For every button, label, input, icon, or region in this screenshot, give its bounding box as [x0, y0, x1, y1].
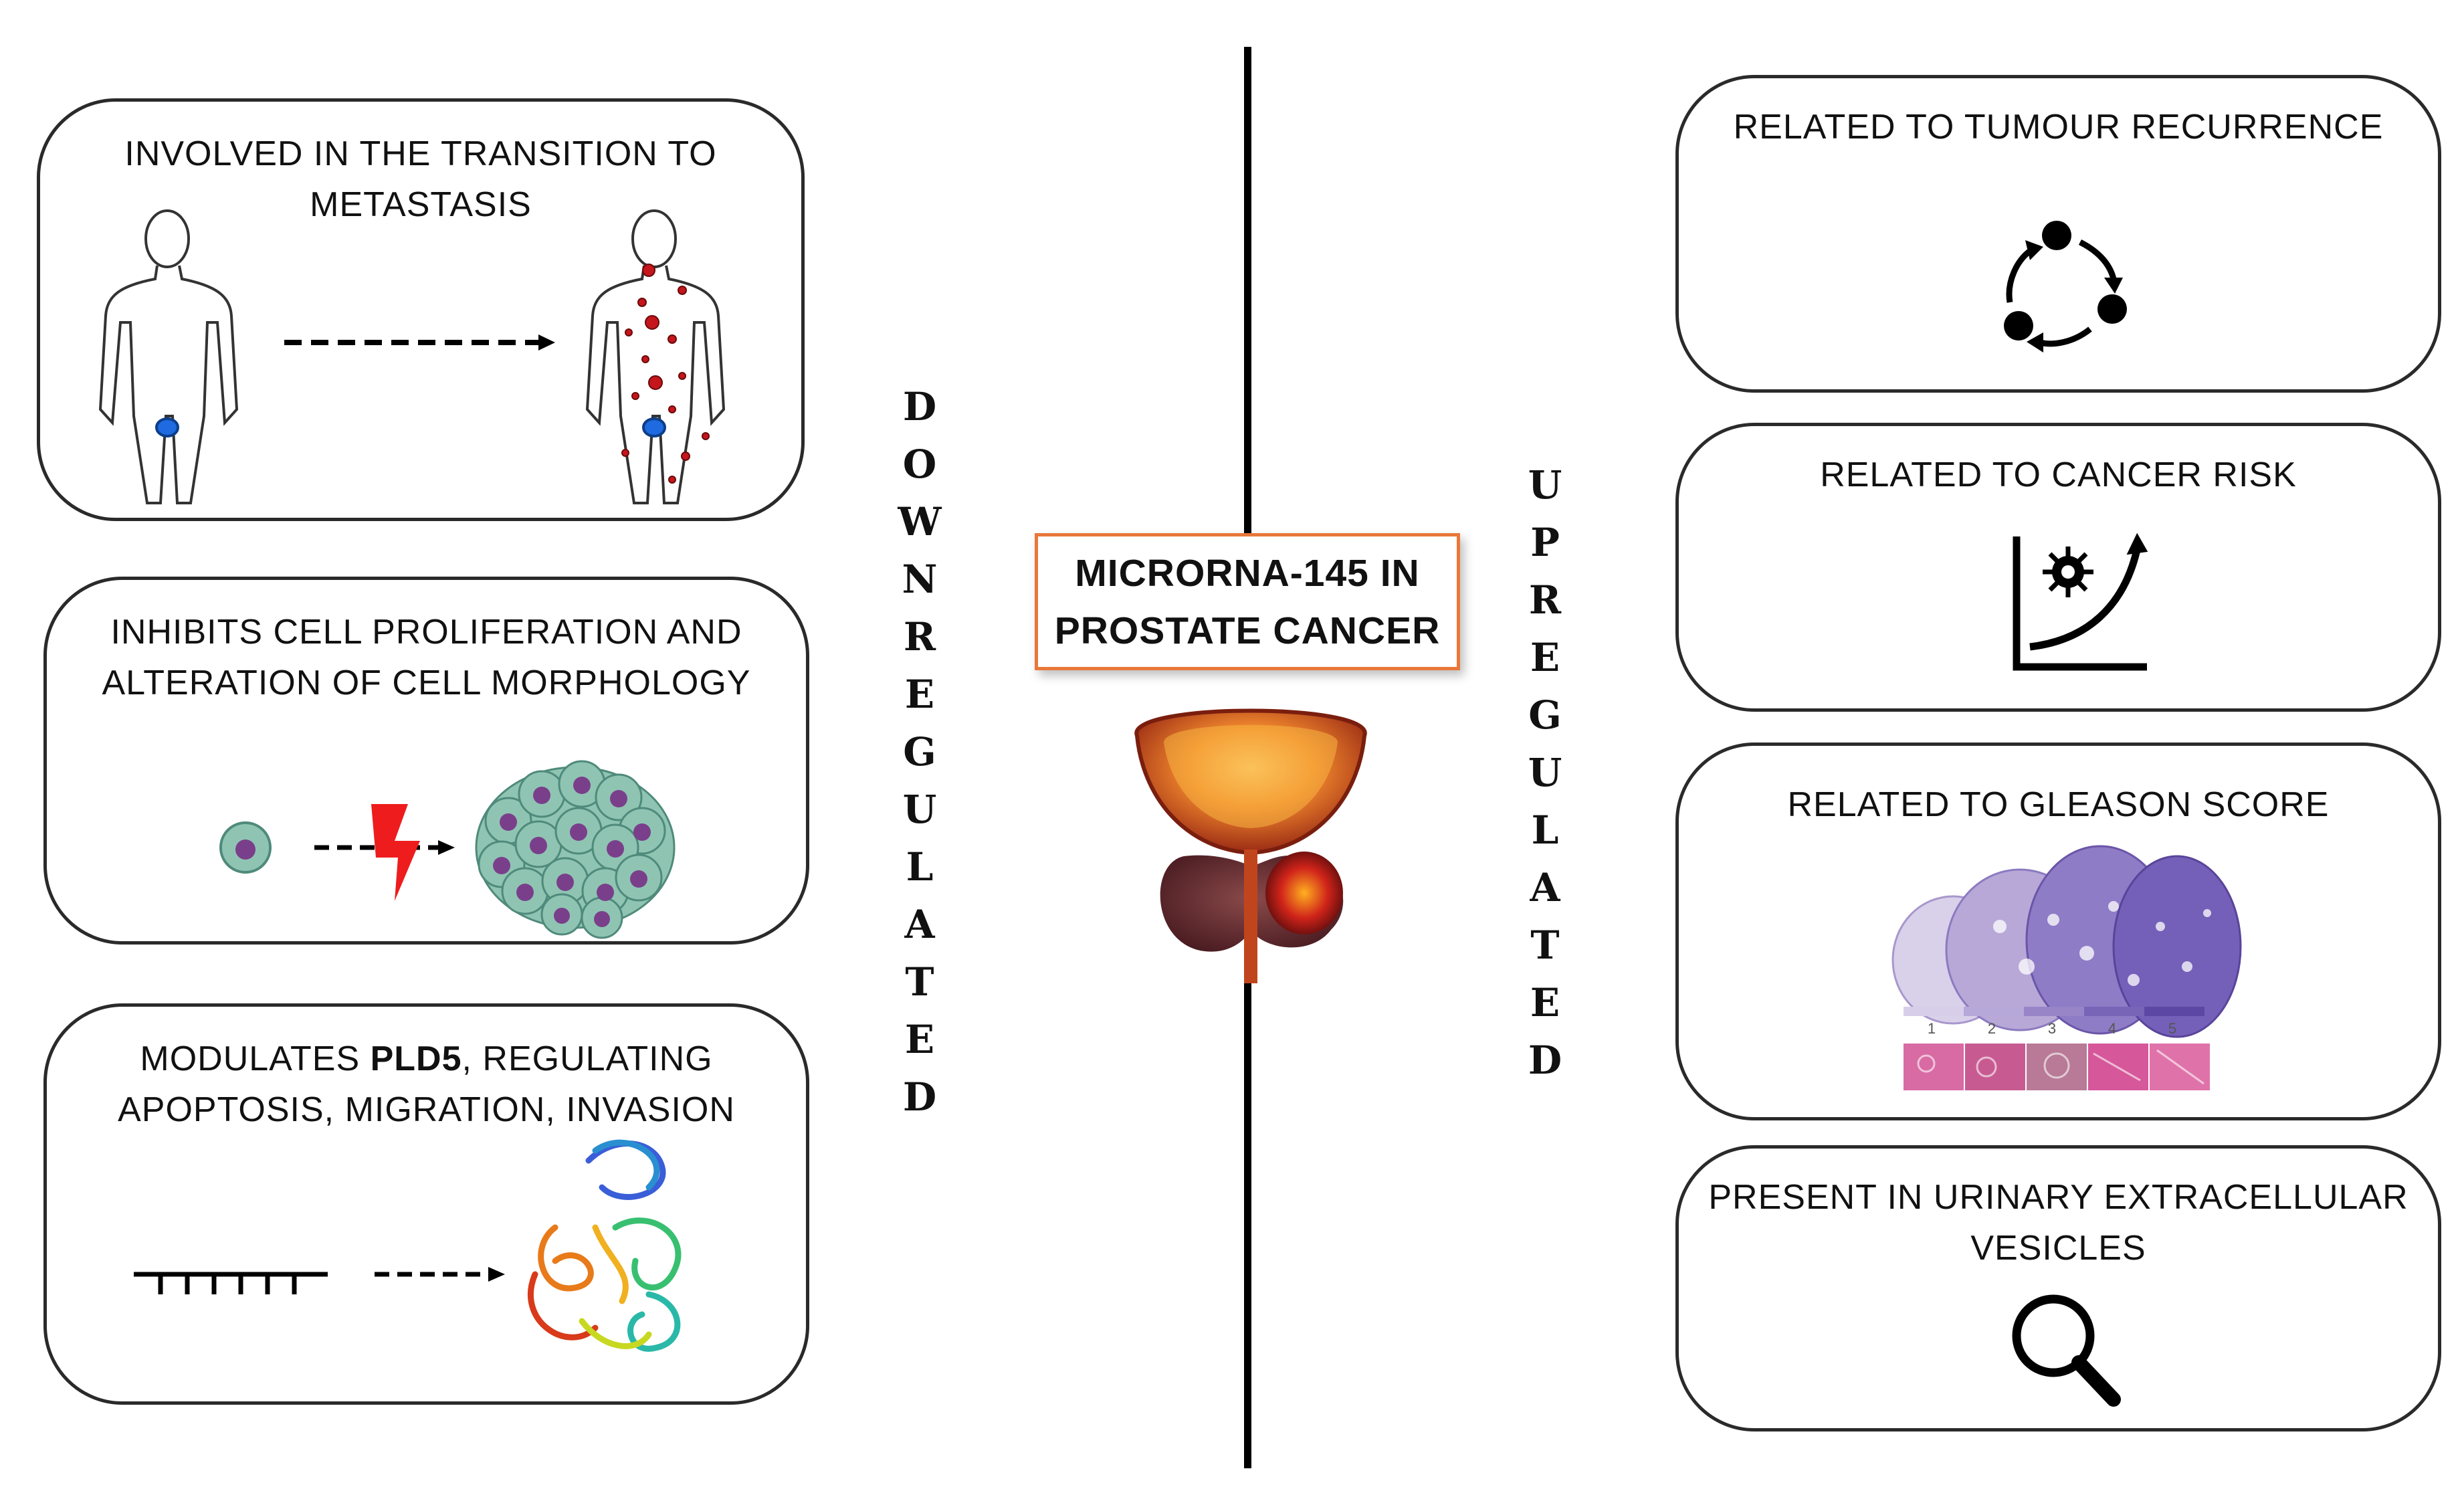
metastasis-title: INVOLVED IN THE TRANSITION TO METASTASIS	[124, 134, 717, 224]
center-title-line1: MICRORNA-145 IN	[1075, 552, 1420, 595]
vesicles-title: PRESENT IN URINARY EXTRACELLULAR VESICLE…	[1708, 1178, 2408, 1268]
risk-growth-chart-icon	[2013, 532, 2148, 671]
magnifier-icon	[2012, 1294, 2121, 1407]
center-title-box: MICRORNA-145 IN PROSTATE CANCER	[1035, 533, 1460, 670]
gleason-grade-4: 4	[2108, 1020, 2116, 1037]
cancer-risk-box: RELATED TO CANCER RISK	[1675, 423, 2441, 712]
dashed-arrow-icon	[284, 334, 555, 351]
prostate-gland-icon	[1134, 708, 1367, 983]
protein-structure-icon	[528, 1139, 682, 1352]
center-divider-top	[1244, 47, 1251, 538]
recurrence-box: RELATED TO TUMOUR RECURRENCE	[1675, 75, 2441, 393]
center-divider-bottom	[1244, 960, 1251, 1468]
gleason-grade-2: 2	[1988, 1020, 1996, 1037]
cancer-risk-title: RELATED TO CANCER RISK	[1820, 456, 2297, 494]
gleason-pattern-icon: 1 2 3 4 5	[1891, 845, 2242, 1090]
dashed-arrow-icon	[314, 840, 455, 855]
cell-cluster-icon	[475, 760, 676, 939]
gleason-grade-5: 5	[2168, 1020, 2176, 1037]
gleason-title: RELATED TO GLEASON SCORE	[1787, 785, 2330, 824]
recurrence-title: RELATED TO TUMOUR RECURRENCE	[1733, 108, 2384, 146]
center-title-line2: PROSTATE CANCER	[1054, 609, 1441, 652]
gleason-grade-3: 3	[2048, 1020, 2056, 1037]
single-cell-icon	[219, 821, 272, 874]
lightning-icon	[371, 804, 420, 901]
proliferation-box: INHIBITS CELL PROLIFERATION AND ALTERATI…	[43, 577, 809, 945]
pld5-box: MODULATES PLD5, REGULATING APOPTOSIS, MI…	[43, 1003, 809, 1405]
gleason-grade-1: 1	[1928, 1020, 1936, 1037]
gleason-box: RELATED TO GLEASON SCORE 1 2 3 4 5	[1675, 742, 2441, 1120]
human-metastasis-icon	[585, 209, 726, 504]
mirna-strand-icon	[134, 1272, 328, 1294]
cycle-recurrence-icon	[2004, 221, 2127, 353]
vesicles-box: PRESENT IN URINARY EXTRACELLULAR VESICLE…	[1675, 1145, 2441, 1431]
dashed-arrow-icon	[375, 1267, 505, 1282]
pld5-title: MODULATES PLD5, REGULATING APOPTOSIS, MI…	[118, 1040, 735, 1129]
metastasis-box: INVOLVED IN THE TRANSITION TO METASTASIS	[37, 98, 805, 521]
human-silhouette-icon	[98, 209, 239, 504]
proliferation-title: INHIBITS CELL PROLIFERATION AND ALTERATI…	[102, 613, 751, 702]
